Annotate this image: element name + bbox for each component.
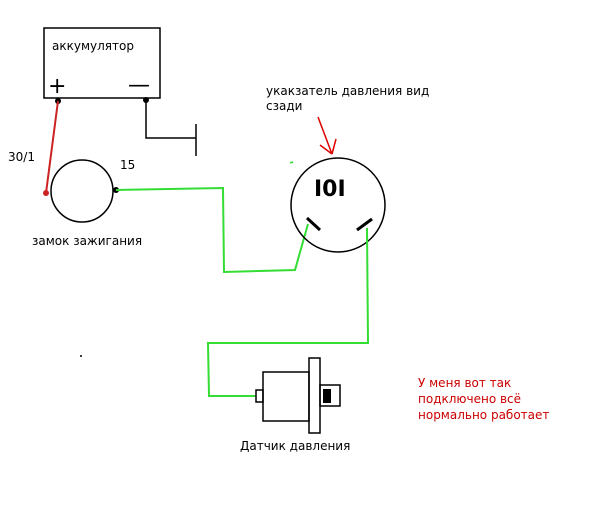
ground-wire <box>145 100 197 156</box>
gauge-body <box>290 157 386 253</box>
terminal-15-label: 15 <box>120 158 135 172</box>
sensor-connector <box>255 389 264 403</box>
battery: аккумулятор + — <box>43 27 161 104</box>
note-line-3: нормально работает <box>418 408 549 422</box>
note-line-2: подключено всё <box>418 392 521 406</box>
ground-line <box>145 100 196 139</box>
signal-wire-gauge-sensor <box>206 227 370 397</box>
sensor-tip <box>323 389 331 403</box>
signal-wire-ignition-gauge <box>115 186 309 274</box>
battery-body <box>43 27 161 99</box>
gauge-center-terminal-label: I0I <box>314 177 346 202</box>
gauge-title-line2: сзади <box>266 99 302 113</box>
sensor-thread <box>319 384 341 407</box>
ignition-switch: 30/1 15 замок зажигания <box>8 150 142 248</box>
sensor-flange <box>308 357 321 434</box>
gauge-left-terminal <box>305 216 322 232</box>
gauge-title-line1: укакзатель давления вид <box>266 84 429 98</box>
ignition-switch-body <box>50 159 114 223</box>
pressure-gauge: укакзатель давления вид сзади I0I <box>266 84 429 253</box>
author-note: У меня вот так подключено всё нормально … <box>418 376 549 422</box>
terminal-30-label: 30/1 <box>8 150 35 164</box>
stray-dot <box>80 355 82 357</box>
positive-wire <box>45 100 59 194</box>
gauge-stray-mark <box>289 161 294 164</box>
ignition-label: замок зажигания <box>32 234 142 248</box>
battery-plus-terminal: + <box>48 74 66 99</box>
battery-label: аккумулятор <box>52 39 134 53</box>
note-line-1: У меня вот так <box>418 376 511 390</box>
sensor-label: Датчик давления <box>240 439 350 453</box>
gauge-right-terminal <box>356 217 373 232</box>
sensor-body <box>262 371 310 422</box>
red-arrow-icon <box>317 116 337 155</box>
ignition-terminal-30-node <box>43 190 49 196</box>
pressure-sensor: Датчик давления <box>240 357 350 453</box>
battery-minus-terminal: — <box>128 73 150 98</box>
